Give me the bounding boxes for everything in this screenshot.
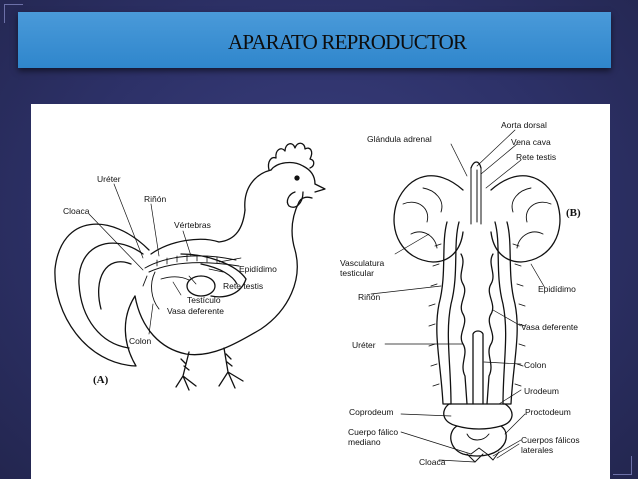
slide-title: APARATO REPRODUCTOR (228, 30, 467, 54)
label-cuerpo-falico-line1: Cuerpo fálico (348, 427, 398, 437)
label-colon-a: Colon (129, 336, 151, 346)
label-cloaca-b: Cloaca (419, 457, 446, 467)
label-aorta-dorsal: Aorta dorsal (501, 120, 547, 130)
corner-bracket-top-left (4, 4, 23, 23)
anatomy-figure: Uréter Riñón Cloaca Vértebras Epidídimo … (31, 104, 610, 479)
panel-label-b: (B) (566, 207, 581, 219)
label-vasculatura-line1: Vasculatura (340, 258, 385, 268)
label-vertebras-a: Vértebras (174, 220, 211, 230)
corner-bracket-bottom-right (613, 456, 632, 475)
label-cloaca-a: Cloaca (63, 206, 90, 216)
label-rete-testis-b: Rete testis (516, 152, 556, 162)
label-urodeum: Urodeum (524, 386, 559, 396)
label-cuerpos-falicos-line1: Cuerpos fálicos (521, 435, 580, 445)
label-ureter-a: Uréter (97, 174, 121, 184)
title-bar: APARATO REPRODUCTOR (18, 12, 611, 68)
rooster-drawing (54, 142, 326, 391)
leader-lines-b (370, 129, 546, 463)
label-proctodeum: Proctodeum (525, 407, 571, 417)
label-cuerpo-falico-line2: mediano (348, 437, 381, 447)
label-rete-testis-a: Rete testis (223, 281, 263, 291)
label-rinon-a: Riñón (144, 194, 166, 204)
label-vasculatura-line2: testicular (340, 268, 374, 278)
label-cuerpos-falicos-line2: laterales (521, 445, 553, 455)
label-epididimo-a: Epidídimo (239, 264, 277, 274)
label-coprodeum: Coprodeum (349, 407, 393, 417)
label-vasa-deferente-b: Vasa deferente (521, 322, 578, 332)
label-epididimo-b: Epidídimo (538, 284, 576, 294)
reproductive-tract-drawing (393, 161, 561, 463)
label-vasa-deferente-a: Vasa deferente (167, 306, 224, 316)
leader-lines-a (88, 183, 242, 335)
label-ureter-b: Uréter (352, 340, 376, 350)
label-colon-b: Colon (524, 360, 546, 370)
panel-label-a: (A) (93, 374, 109, 386)
label-rinon-b: Riñón (358, 292, 380, 302)
label-glandula-adrenal: Glándula adrenal (367, 134, 432, 144)
label-testiculo-a: Testículo (187, 295, 221, 305)
anatomy-diagram: Uréter Riñón Cloaca Vértebras Epidídimo … (54, 120, 581, 467)
label-vena-cava: Vena cava (511, 137, 551, 147)
